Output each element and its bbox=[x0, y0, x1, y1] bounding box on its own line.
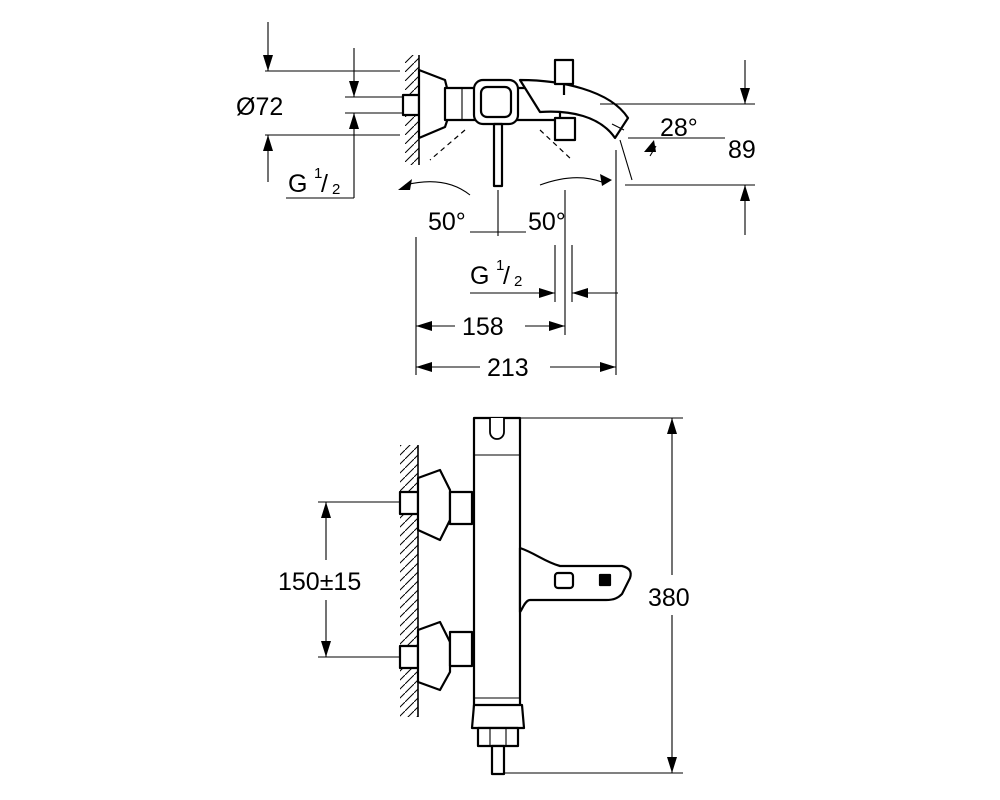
width-158-label: 158 bbox=[462, 313, 504, 341]
front-spout bbox=[518, 546, 632, 614]
thread-left-denominator: 2 bbox=[332, 181, 340, 198]
centers-dimension: 150±15 bbox=[278, 501, 400, 658]
height-89-dimension: 89 bbox=[600, 60, 756, 235]
thread-dimension-left: G 1 / 2 bbox=[286, 48, 403, 199]
thread-bottom-denominator: 2 bbox=[514, 273, 522, 290]
angle-right-label: 50° bbox=[528, 208, 566, 236]
spout-angle-label: 28° bbox=[660, 114, 698, 142]
front-wall bbox=[400, 445, 419, 717]
top-diverter-knob bbox=[553, 58, 575, 95]
diameter-dimension: Ø72 bbox=[236, 22, 400, 182]
top-outlet-stub bbox=[553, 116, 577, 142]
front-upper-connection bbox=[398, 468, 474, 542]
thread-bottom-numerator: 1 bbox=[496, 257, 504, 274]
front-lower-connection bbox=[398, 620, 474, 692]
thread-bottom-slash: / bbox=[503, 262, 510, 290]
rotation-arc-left bbox=[404, 181, 471, 196]
width-213-label: 213 bbox=[487, 354, 529, 382]
diameter-label: Ø72 bbox=[236, 93, 283, 121]
height-89-label: 89 bbox=[728, 136, 756, 164]
thread-left-base: G bbox=[288, 170, 307, 198]
centers-label: 150±15 bbox=[278, 568, 361, 596]
angle-dimension: 50° 50° bbox=[428, 190, 566, 236]
front-diverter bbox=[470, 703, 526, 776]
rotation-arc-right bbox=[539, 177, 603, 186]
thread-dimension-bottom: G 1 / 2 bbox=[470, 245, 618, 302]
top-handle bbox=[472, 78, 520, 188]
height-380-dimension: 380 bbox=[505, 417, 690, 774]
top-wall-connection bbox=[401, 68, 452, 140]
front-view: 150±15 380 bbox=[278, 416, 690, 776]
height-380-label: 380 bbox=[648, 584, 690, 612]
top-view: Ø72 G 1 / 2 50° 50° bbox=[236, 22, 756, 382]
front-mixer-body bbox=[472, 416, 522, 714]
thread-left-numerator: 1 bbox=[314, 165, 322, 182]
thread-bottom-base: G bbox=[470, 262, 489, 290]
angle-left-label: 50° bbox=[428, 208, 466, 236]
thread-left-slash: / bbox=[321, 170, 328, 198]
spout-angle-dimension: 28° bbox=[619, 114, 725, 181]
width-dimensions: 158 213 bbox=[415, 150, 617, 382]
